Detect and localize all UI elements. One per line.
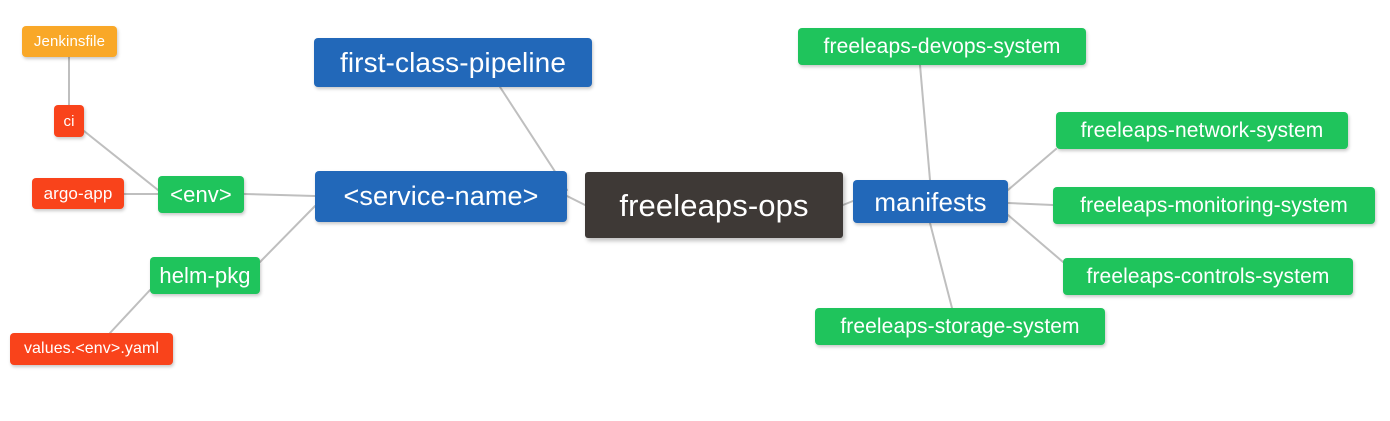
node-label-freeleaps-monitoring-system: freeleaps-monitoring-system bbox=[1080, 194, 1348, 217]
edge-service-name-to-env bbox=[243, 193, 316, 197]
node-ci[interactable]: ci bbox=[54, 105, 84, 137]
node-label-jenkinsfile: Jenkinsfile bbox=[33, 33, 106, 50]
node-jenkinsfile[interactable]: Jenkinsfile bbox=[22, 26, 117, 57]
node-env[interactable]: <env> bbox=[158, 176, 244, 213]
node-root[interactable]: freeleaps-ops bbox=[585, 172, 843, 238]
edge-root-to-service-name bbox=[566, 195, 586, 206]
node-freeleaps-network-system[interactable]: freeleaps-network-system bbox=[1056, 112, 1348, 149]
node-helm-pkg[interactable]: helm-pkg bbox=[150, 257, 260, 294]
node-label-ci: ci bbox=[63, 112, 75, 130]
edge-manifests-to-freeleaps-network-system bbox=[1007, 148, 1057, 191]
node-label-root: freeleaps-ops bbox=[619, 187, 809, 223]
node-freeleaps-storage-system[interactable]: freeleaps-storage-system bbox=[815, 308, 1105, 345]
node-freeleaps-monitoring-system[interactable]: freeleaps-monitoring-system bbox=[1053, 187, 1375, 224]
node-label-freeleaps-devops-system: freeleaps-devops-system bbox=[823, 35, 1061, 58]
node-label-freeleaps-controls-system: freeleaps-controls-system bbox=[1086, 265, 1330, 288]
edge-manifests-to-freeleaps-monitoring-system bbox=[1007, 202, 1054, 206]
edge-service-name-to-helm-pkg bbox=[259, 205, 316, 263]
node-service-name[interactable]: <service-name> bbox=[315, 171, 567, 222]
edge-root-to-manifests bbox=[842, 200, 854, 206]
node-label-argo-app: argo-app bbox=[43, 184, 113, 203]
node-argo-app[interactable]: argo-app bbox=[32, 178, 124, 209]
node-label-service-name: <service-name> bbox=[343, 181, 539, 211]
node-first-class-pipeline[interactable]: first-class-pipeline bbox=[314, 38, 592, 87]
node-label-manifests: manifests bbox=[874, 186, 987, 217]
node-label-env: <env> bbox=[170, 181, 232, 207]
node-label-freeleaps-network-system: freeleaps-network-system bbox=[1080, 119, 1324, 142]
node-label-helm-pkg: helm-pkg bbox=[159, 262, 251, 288]
edge-helm-pkg-to-values-yaml bbox=[109, 289, 151, 334]
edge-manifests-to-freeleaps-devops-system bbox=[919, 64, 931, 181]
node-manifests[interactable]: manifests bbox=[853, 180, 1008, 223]
node-freeleaps-devops-system[interactable]: freeleaps-devops-system bbox=[798, 28, 1086, 65]
node-label-first-class-pipeline: first-class-pipeline bbox=[339, 46, 567, 78]
node-freeleaps-controls-system[interactable]: freeleaps-controls-system bbox=[1063, 258, 1353, 295]
edge-manifests-to-freeleaps-storage-system bbox=[929, 222, 953, 309]
node-values-yaml[interactable]: values.<env>.yaml bbox=[10, 333, 173, 365]
node-label-freeleaps-storage-system: freeleaps-storage-system bbox=[840, 315, 1080, 338]
node-label-values-yaml: values.<env>.yaml bbox=[23, 340, 160, 357]
